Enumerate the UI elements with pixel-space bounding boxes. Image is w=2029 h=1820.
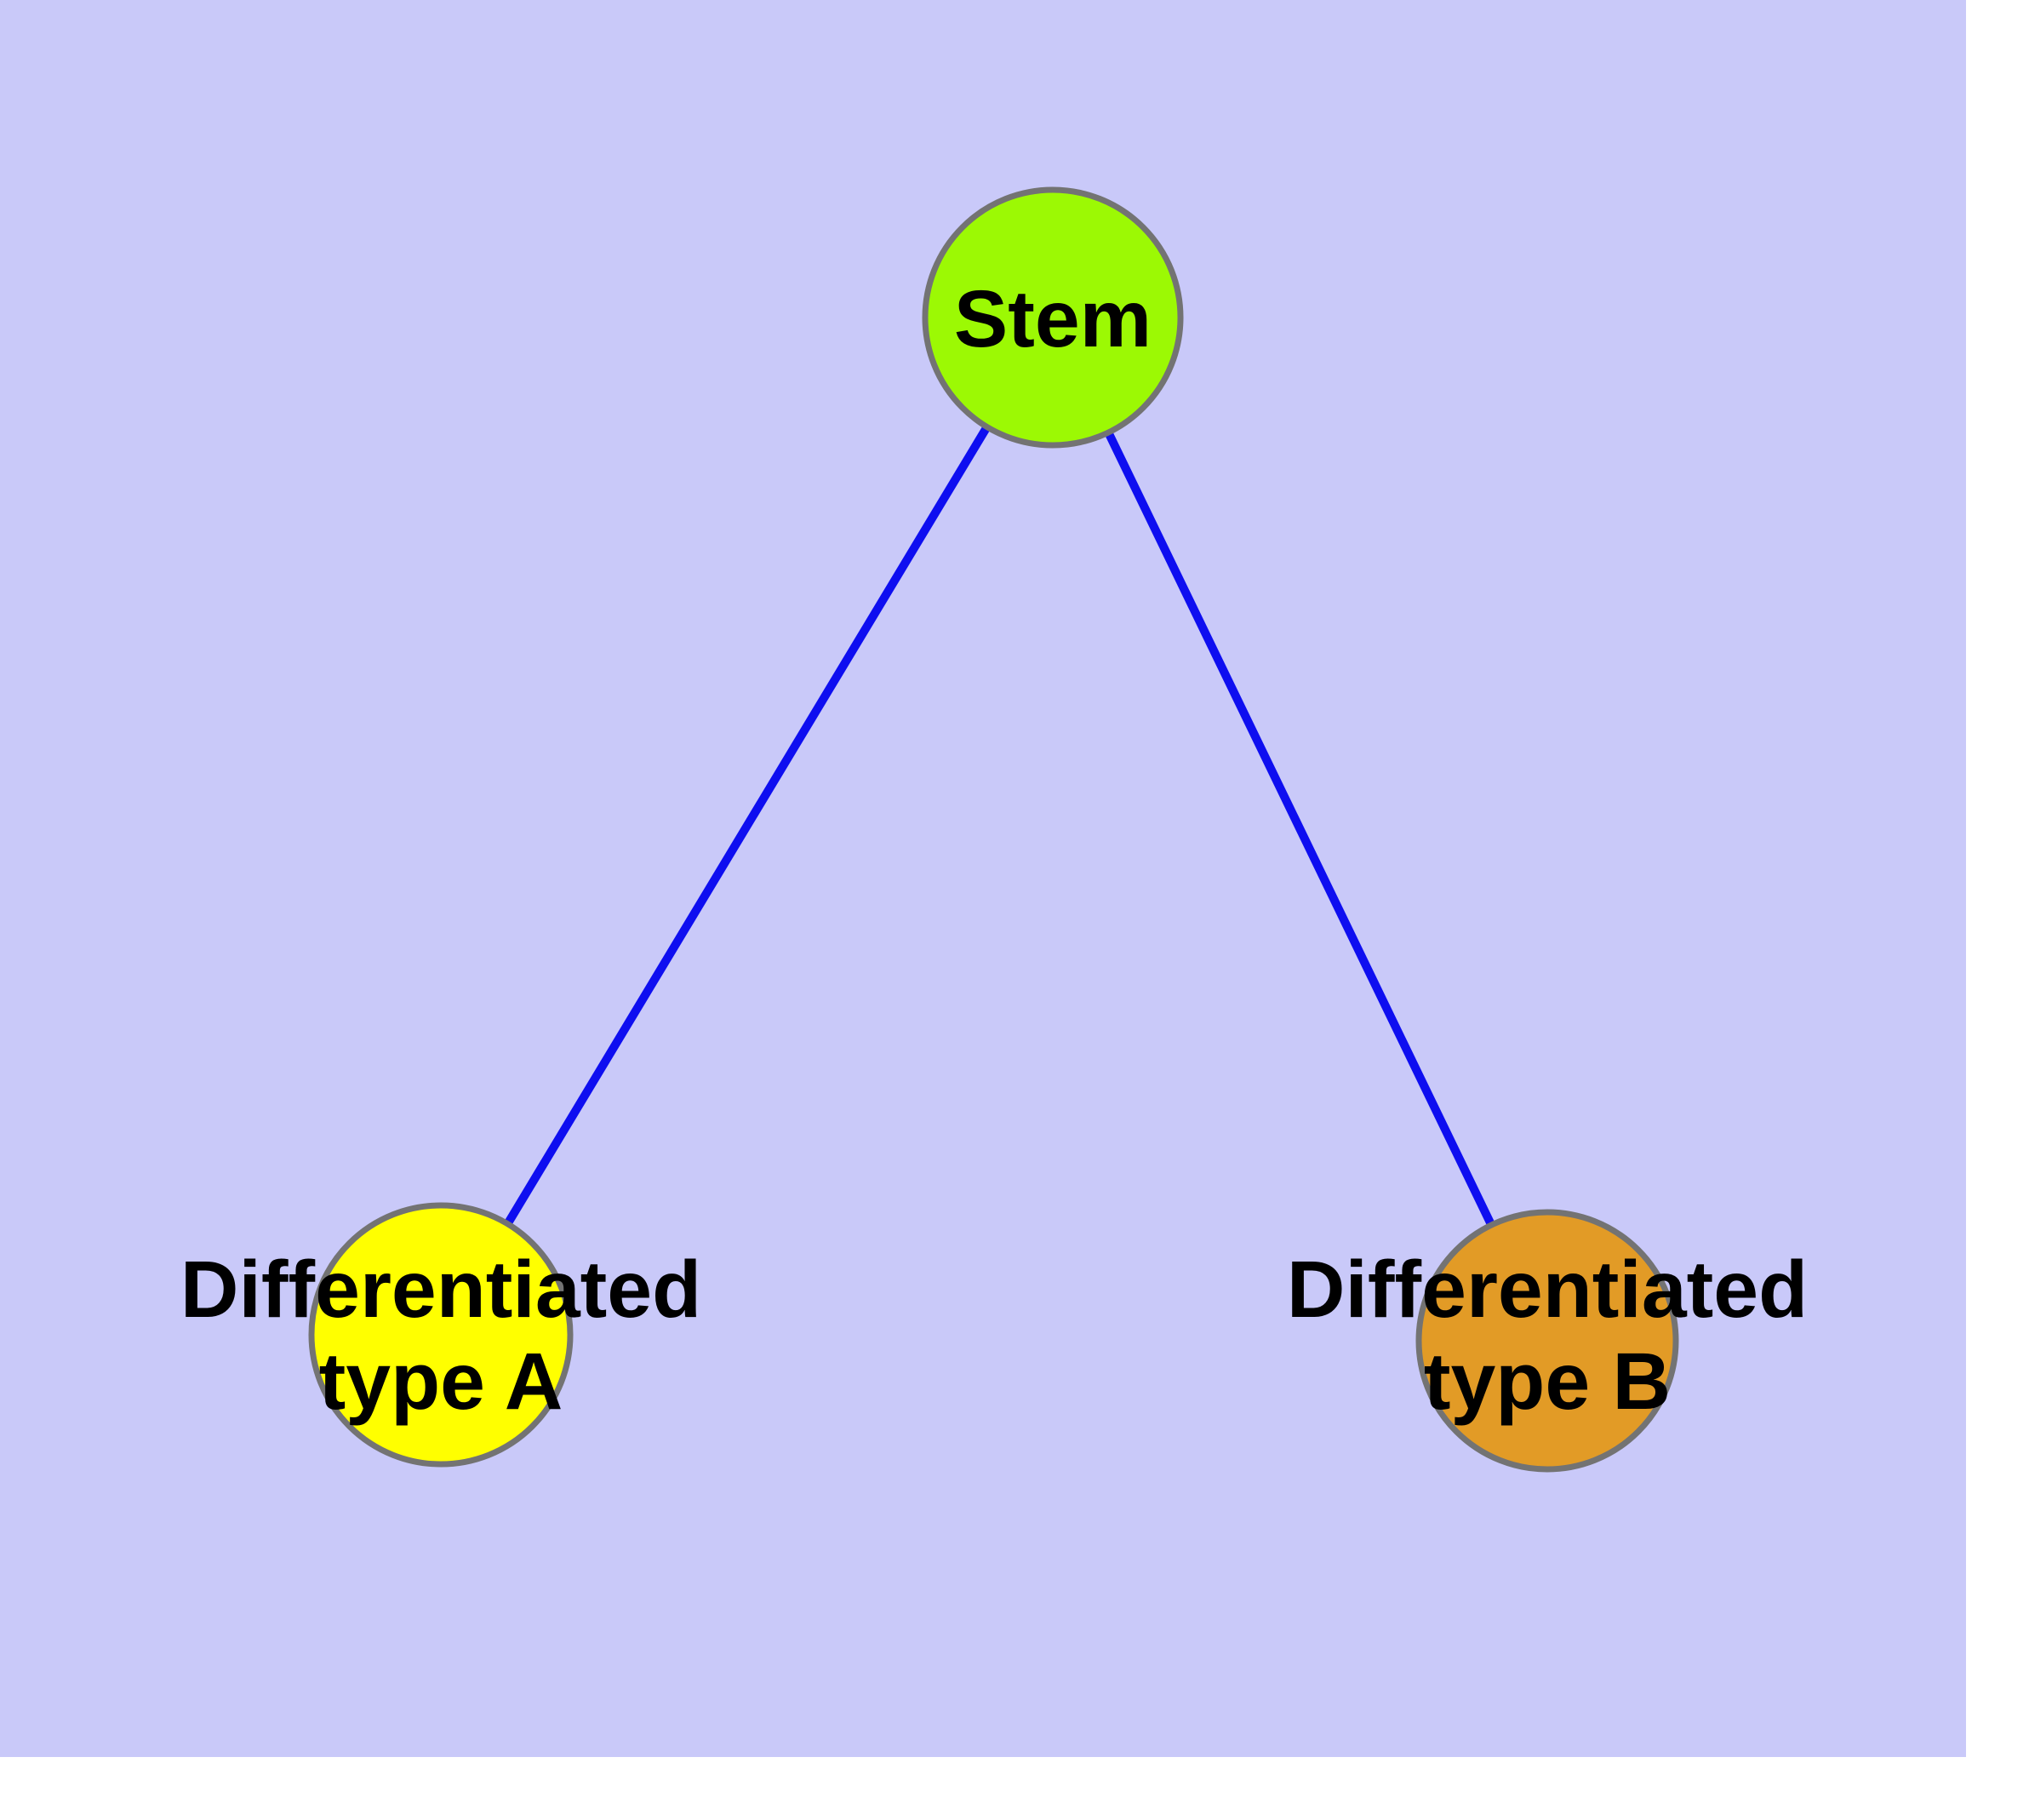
node-differentiated-type-a-label-line2: type A (319, 1336, 563, 1427)
node-differentiated-type-b-label-line2: type B (1424, 1336, 1671, 1427)
node-differentiated-type-a-label-line1: Differentiated (180, 1245, 701, 1335)
node-differentiated-type-b-label-line1: Differentiated (1287, 1245, 1808, 1335)
label-layer: Stem Differentiated type A Differentiate… (180, 274, 1808, 1427)
edge-stem-to-differentiated-b[interactable] (1049, 315, 1552, 1343)
edge-layer (437, 315, 1552, 1343)
node-stem[interactable] (922, 186, 1184, 449)
node-layer (308, 186, 1679, 1473)
node-stem-label: Stem (954, 274, 1152, 364)
node-differentiated-type-b[interactable] (1415, 1209, 1679, 1473)
edge-stem-to-differentiated-a[interactable] (437, 315, 1057, 1337)
node-differentiated-type-a[interactable] (308, 1202, 574, 1468)
